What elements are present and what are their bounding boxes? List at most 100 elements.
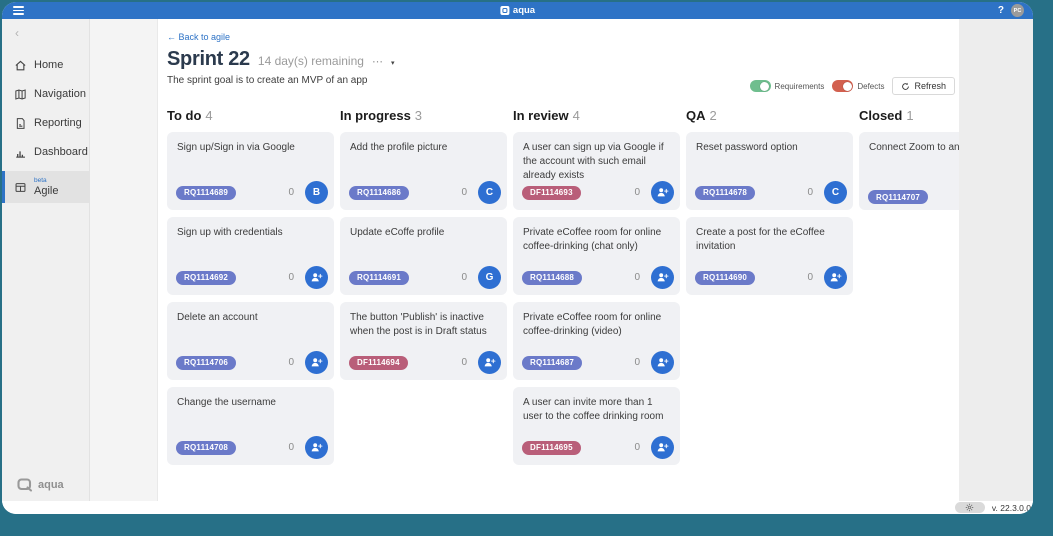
- board-controls: Requirements Defects Refresh: [749, 77, 955, 95]
- more-options-icon[interactable]: ⋯: [371, 56, 383, 68]
- card-title: Create a post for the eCoffee invitation: [696, 227, 825, 252]
- card-count: 0: [807, 187, 813, 198]
- help-icon[interactable]: ?: [997, 5, 1004, 16]
- assign-user-button[interactable]: [305, 351, 328, 374]
- sidebar-item-label-stack: Home: [34, 59, 63, 71]
- requirement-id-badge: RQ1114706: [176, 355, 237, 370]
- requirement-id-badge: RQ1114692: [176, 270, 237, 285]
- sidebar-item-navigation[interactable]: Navigation: [2, 80, 89, 109]
- defects-switch[interactable]: [832, 80, 854, 92]
- defects-toggle[interactable]: Defects: [832, 80, 884, 92]
- card-title: Connect Zoom to an ac: [869, 142, 959, 153]
- board-card[interactable]: Create a post for the eCoffee invitation…: [686, 217, 853, 295]
- add-user-icon: [657, 443, 669, 452]
- user-avatar[interactable]: PC: [1011, 4, 1024, 17]
- requirements-toggle-label: Requirements: [774, 81, 825, 91]
- card-count: 0: [634, 272, 640, 283]
- sidebar-item-label: Reporting: [34, 117, 82, 130]
- collapse-sidebar-icon[interactable]: ‹: [15, 26, 19, 40]
- assignee-avatar[interactable]: G: [478, 266, 501, 289]
- hamburger-menu-icon[interactable]: [13, 6, 24, 15]
- board-card[interactable]: Connect Zoom to an acRQ1114707: [859, 132, 959, 210]
- card-count: 0: [288, 187, 294, 198]
- card-count: 0: [461, 272, 467, 283]
- assign-user-button[interactable]: [651, 351, 674, 374]
- content-background: ← Back to agile Sprint 22 14 day(s) rema…: [158, 19, 1033, 501]
- card-title: Reset password option: [696, 142, 798, 153]
- sidebar-item-reporting[interactable]: Reporting: [2, 109, 89, 138]
- column-count: 4: [572, 108, 580, 123]
- assign-user-button[interactable]: [305, 266, 328, 289]
- refresh-button[interactable]: Refresh: [892, 77, 955, 95]
- requirements-toggle[interactable]: Requirements: [749, 80, 825, 92]
- status-bar: v. 22.3.0.0: [2, 501, 1033, 514]
- board-card[interactable]: Private eCoffee room for online coffee-d…: [513, 302, 680, 380]
- assign-user-button[interactable]: [651, 266, 674, 289]
- requirement-id-badge: RQ1114689: [176, 185, 237, 200]
- aqua-footer-brand: aqua: [38, 479, 64, 491]
- add-user-icon: [657, 358, 669, 367]
- requirement-id-badge: RQ1114691: [349, 270, 410, 285]
- defects-toggle-label: Defects: [857, 81, 885, 91]
- card-title: Add the profile picture: [350, 142, 448, 153]
- sidebar-item-dashboard[interactable]: Dashboard: [2, 138, 89, 167]
- assignee-avatar[interactable]: C: [478, 181, 501, 204]
- back-to-agile-link[interactable]: ← Back to agile: [167, 32, 231, 42]
- sidebar-item-home[interactable]: Home: [2, 51, 89, 80]
- assign-user-button[interactable]: [651, 181, 674, 204]
- board-card[interactable]: A user can invite more than 1 user to th…: [513, 387, 680, 465]
- requirement-id-badge: RQ1114687: [522, 355, 583, 370]
- map-icon: [14, 88, 27, 101]
- sidebar-item-label: Home: [34, 59, 64, 72]
- chevron-down-icon[interactable]: ▾: [390, 60, 395, 67]
- settings-button[interactable]: [954, 502, 985, 513]
- column-name: To do: [167, 108, 202, 123]
- requirement-id-badge: RQ1114708: [176, 440, 237, 455]
- assign-user-button[interactable]: [824, 266, 847, 289]
- board-card[interactable]: A user can sign up via Google if the acc…: [513, 132, 680, 210]
- card-title: Private eCoffee room for online coffee-d…: [523, 227, 662, 252]
- assignee-avatar[interactable]: B: [305, 181, 328, 204]
- add-user-icon: [830, 273, 842, 282]
- version-text: v. 22.3.0.0: [991, 502, 1031, 513]
- assignee-avatar[interactable]: C: [824, 181, 847, 204]
- board-surface: ← Back to agile Sprint 22 14 day(s) rema…: [158, 19, 959, 501]
- requirement-id-badge: RQ1114678: [695, 185, 756, 200]
- board-card[interactable]: The button 'Publish' is inactive when th…: [340, 302, 507, 380]
- beta-badge: beta: [34, 177, 47, 185]
- assign-user-button[interactable]: [478, 351, 501, 374]
- assign-user-button[interactable]: [651, 436, 674, 459]
- defect-id-badge: DF1114693: [522, 185, 581, 200]
- requirements-switch[interactable]: [749, 80, 771, 92]
- card-count: 0: [634, 187, 640, 198]
- assign-user-button[interactable]: [305, 436, 328, 459]
- column-name: QA: [686, 108, 706, 123]
- board-card[interactable]: Private eCoffee room for online coffee-d…: [513, 217, 680, 295]
